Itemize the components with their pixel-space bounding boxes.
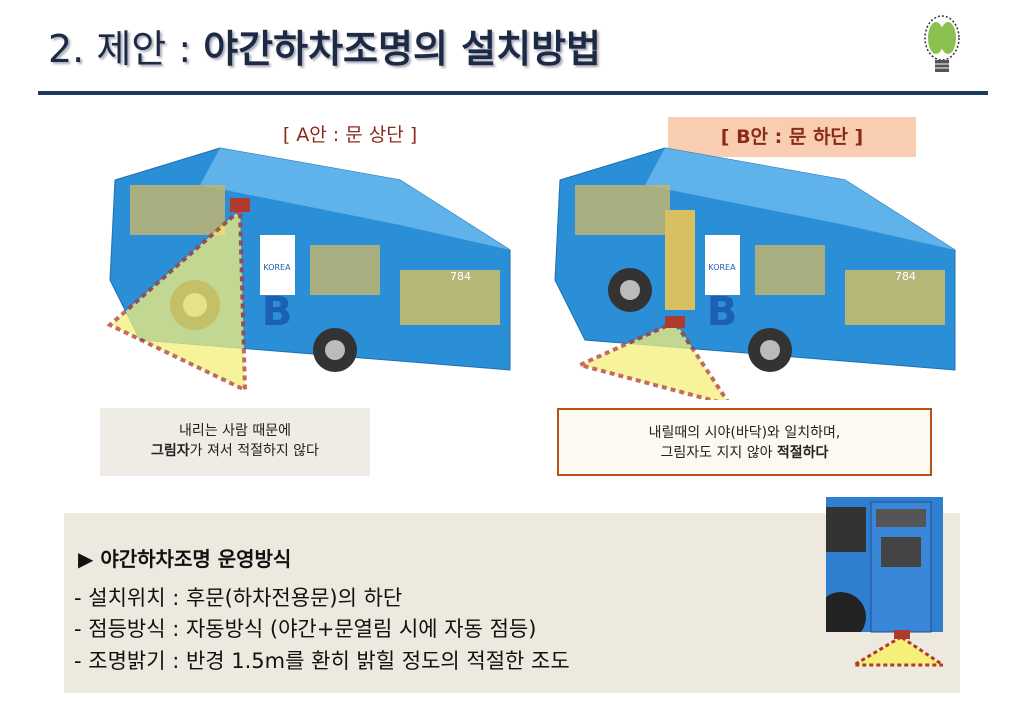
operation-heading: ▶ 야간하차조명 운영방식	[78, 547, 292, 571]
bus-a-illustration: B KOREA 784	[106, 147, 511, 394]
caption-a-line1: 내리는 사람 때문에	[179, 423, 291, 439]
light-fixture-bottom	[665, 316, 685, 328]
bus-route-number: 784	[450, 270, 471, 283]
caption-b-bold: 적절하다	[776, 445, 829, 461]
option-b-caption: 내릴때의 시야(바닥)와 일치하며, 그림자도 지지 않아 적절하다	[557, 408, 932, 476]
caption-b-line2: 그림자도 지지 않아	[660, 445, 777, 461]
page-title: 2. 제안 : 야간하차조명의 설치방법	[48, 18, 601, 73]
bus-badge: B	[707, 289, 738, 335]
bus-route-number: 784	[895, 270, 916, 283]
operation-item: - 조명밝기 : 반경 1.5m를 환히 밝힐 정도의 적절한 조도	[74, 649, 570, 673]
bus-logo-text: KOREA	[263, 263, 291, 272]
bus-logo-text: KOREA	[708, 263, 736, 272]
bus-b-illustration: B KOREA 784	[554, 147, 956, 400]
light-fixture	[894, 630, 910, 639]
title-divider	[38, 91, 988, 95]
lightbulb-icon	[924, 15, 960, 72]
operation-item: - 점등방식 : 자동방식 (야간+문열림 시에 자동 점등)	[74, 617, 537, 641]
option-a-caption: 내리는 사람 때문에 그림자가 져서 적절하지 않다	[100, 408, 370, 476]
operation-panel	[64, 513, 960, 693]
caption-a-bold: 그림자	[151, 443, 190, 459]
caption-b-line1: 내릴때의 시야(바닥)와 일치하며,	[648, 425, 841, 441]
option-a-label: [ A안 : 문 상단 ]	[282, 124, 418, 146]
title-main: 야간하차조명의 설치방법	[203, 27, 602, 71]
light-fixture-top	[230, 198, 250, 212]
title-prefix: 2. 제안 :	[48, 27, 204, 71]
bus-badge: B	[262, 289, 293, 335]
operation-item: - 설치위치 : 후문(하차전용문)의 하단	[74, 586, 403, 610]
caption-a-rest: 가 져서 적절하지 않다	[189, 443, 319, 459]
option-b-label: [ B안 : 문 하단 ]	[668, 117, 916, 157]
rear-door-photo	[826, 497, 943, 667]
